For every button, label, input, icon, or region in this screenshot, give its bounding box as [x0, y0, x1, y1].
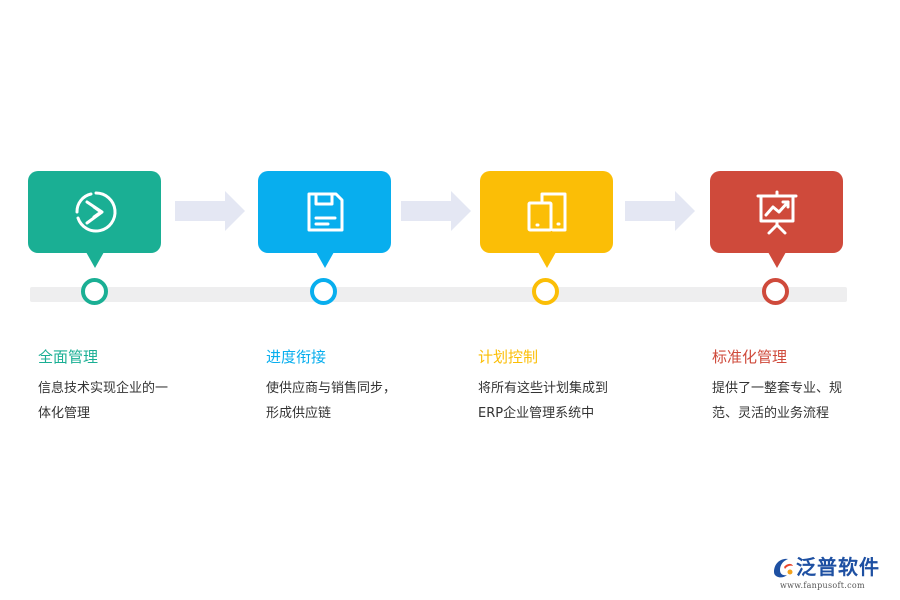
arrow-shape: [625, 191, 695, 231]
step-card-4: [710, 171, 843, 268]
step-desc-2: 使供应商与销售同步， 形成供应链: [266, 376, 426, 426]
arrow-shape: [401, 191, 471, 231]
step-node-3: [532, 278, 559, 305]
step-card-3: [480, 171, 613, 268]
step-title-3: 计划控制: [478, 348, 539, 366]
step-desc-line: ERP企业管理系统中: [478, 406, 595, 421]
step-desc-line: 使供应商与销售同步，: [266, 381, 397, 396]
devices-icon: [522, 187, 572, 237]
arrow-icon: [625, 191, 695, 231]
brand-logo: 泛普软件 www.fanpusoft.com: [770, 554, 895, 596]
brand-url: www.fanpusoft.com: [780, 581, 865, 590]
brand-name: 泛普软件: [796, 555, 880, 579]
step-desc-line: 将所有这些计划集成到: [478, 381, 609, 396]
step-desc-1: 信息技术实现企业的一 体化管理: [38, 376, 198, 426]
step-desc-line: 信息技术实现企业的一: [38, 381, 169, 396]
card-pointer: [85, 252, 104, 268]
step-desc-line: 范、灵活的业务流程: [712, 406, 830, 421]
step-card-1: [28, 171, 161, 268]
card-pointer: [767, 252, 786, 268]
card-pointer: [315, 252, 334, 268]
card-pointer: [537, 252, 556, 268]
step-desc-3: 将所有这些计划集成到 ERP企业管理系统中: [478, 376, 638, 426]
arrow-icon: [175, 191, 245, 231]
step-node-4: [762, 278, 789, 305]
pie-chart-icon: [70, 187, 120, 237]
arrow-icon: [401, 191, 471, 231]
step-desc-line: 体化管理: [38, 406, 91, 421]
step-node-1: [81, 278, 108, 305]
timeline-track: [30, 287, 847, 302]
step-node-2: [310, 278, 337, 305]
presentation-chart-icon: [752, 187, 802, 237]
step-card-2: [258, 171, 391, 268]
step-title-1: 全面管理: [38, 348, 99, 366]
step-desc-line: 形成供应链: [266, 406, 332, 421]
arrow-shape: [175, 191, 245, 231]
step-desc-4: 提供了一整套专业、规 范、灵活的业务流程: [712, 376, 872, 426]
step-title-2: 进度衔接: [266, 348, 327, 366]
fanpu-logo-icon: [770, 554, 796, 580]
floppy-disk-icon: [300, 187, 350, 237]
step-title-4: 标准化管理: [712, 348, 788, 366]
step-desc-line: 提供了一整套专业、规: [712, 381, 843, 396]
